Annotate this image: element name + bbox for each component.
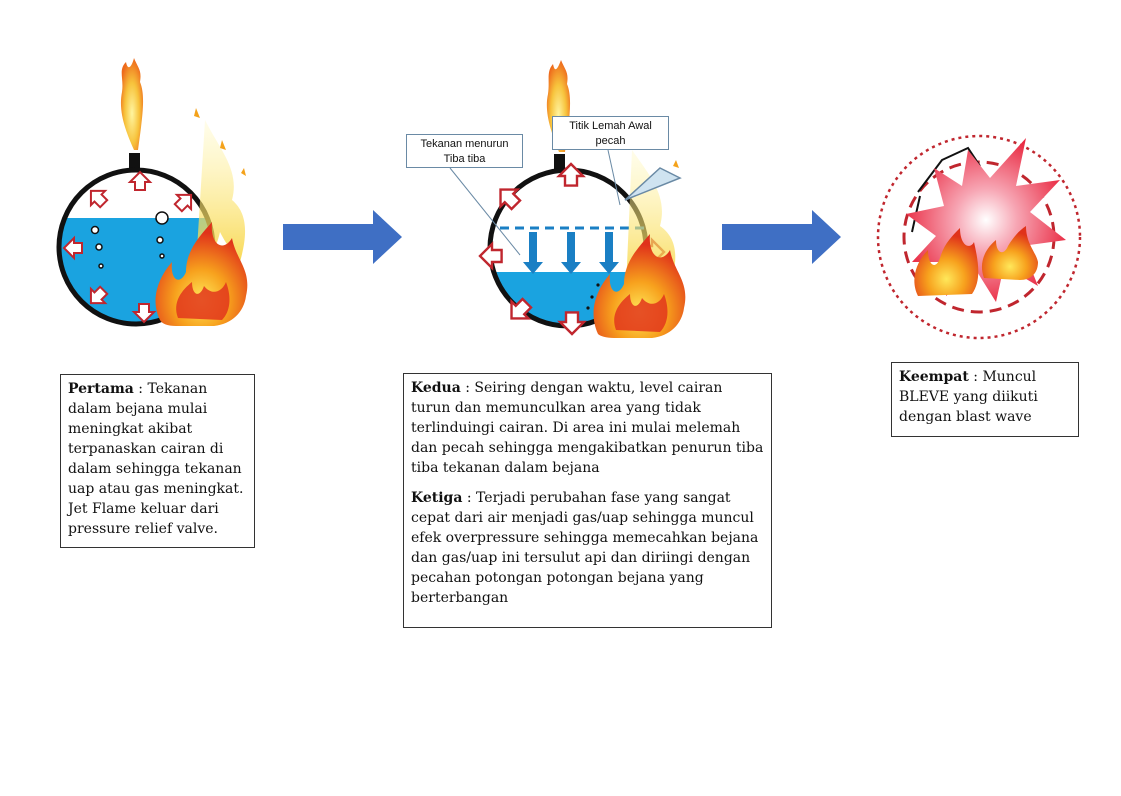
stage2-relief-valve <box>554 154 565 171</box>
stage4-heading: Keempat <box>899 369 969 385</box>
stage2-3-description-box: Kedua : Seiring dengan waktu, level cair… <box>403 373 772 628</box>
stage2-level-drop-arrows <box>523 232 619 274</box>
stage4-blast-wave-outer <box>876 134 1082 340</box>
process-arrow-2 <box>722 210 841 264</box>
stage1-jet-flame <box>120 58 144 150</box>
stage1-relief-valve <box>129 153 140 170</box>
stage4-bleve-group <box>876 134 1082 340</box>
stage2-pressure-drop-leader <box>449 167 521 256</box>
stage2-vessel-group <box>449 60 686 338</box>
stage1-heading: Pertama <box>68 381 134 397</box>
callout-weak-point: Titik Lemah Awal pecah <box>552 116 669 150</box>
stage2-bubbles <box>586 283 600 310</box>
stage2-heading: Kedua <box>411 380 461 396</box>
stage4-fire-icon <box>914 226 1038 296</box>
stage1-vessel-group <box>56 58 248 327</box>
callout-pressure-drop: Tekanan menurun Tiba tiba <box>406 134 523 168</box>
stage2-text: : Seiring dengan waktu, level cairan tur… <box>411 380 764 476</box>
stage2-weak-point-pointer <box>624 167 682 201</box>
stage3-heading: Ketiga <box>411 490 463 506</box>
stage1-description-box: Pertama : Tekanan dalam bejana mulai men… <box>60 374 255 548</box>
stage1-fire-icon <box>155 108 248 326</box>
process-arrow-1 <box>283 210 402 264</box>
stage1-pressure-arrows <box>62 170 193 324</box>
stage1-text: : Tekanan dalam bejana mulai meningkat a… <box>68 381 244 537</box>
stage4-description-box: Keempat : Muncul BLEVE yang diikuti deng… <box>891 362 1079 437</box>
stage2-weak-point-leader <box>607 149 621 206</box>
stage3-text: : Terjadi perubahan fase yang sangat cep… <box>411 490 759 606</box>
stage4-text: : Muncul BLEVE yang diikuti dengan blast… <box>899 369 1038 425</box>
